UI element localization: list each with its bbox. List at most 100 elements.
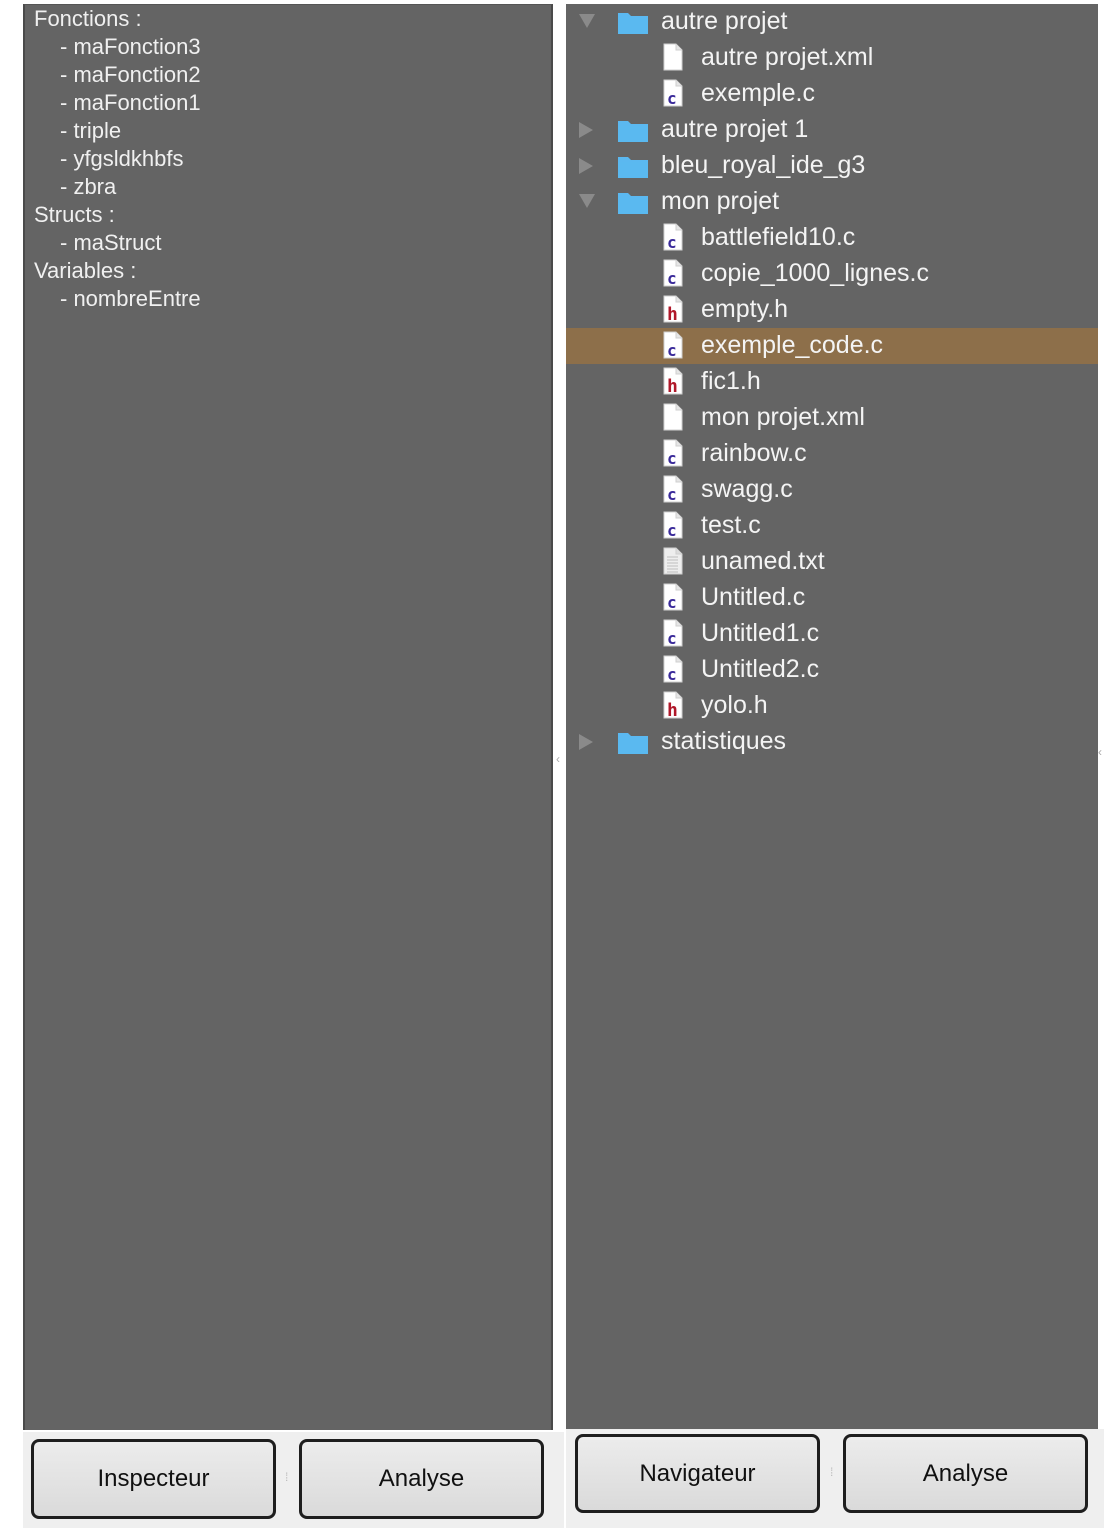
disclosure-collapsed-icon[interactable] [578, 112, 598, 146]
c-file-icon: c [663, 475, 683, 504]
tree-file-item[interactable]: autre projet.xml [566, 40, 1098, 76]
h-file-icon: h [663, 367, 683, 397]
folder-icon [617, 9, 649, 35]
svg-text:h: h [667, 700, 678, 719]
svg-text:c: c [667, 341, 677, 359]
inspector-tab-button[interactable]: Inspecteur [31, 1439, 276, 1519]
tree-file-label: mon projet.xml [701, 403, 865, 431]
svg-text:c: c [667, 89, 677, 107]
tree-file-label: test.c [701, 511, 761, 539]
tree-file-label: empty.h [701, 295, 789, 323]
tree-file-item[interactable]: h empty.h [566, 292, 1098, 328]
svg-text:h: h [667, 376, 678, 395]
inspector-section-heading: Structs : [34, 202, 115, 227]
svg-text:c: c [667, 233, 677, 251]
svg-text:c: c [667, 485, 677, 503]
h-file-icon: h [663, 295, 683, 325]
tree-folder-item[interactable]: autre projet 1 [566, 112, 1098, 148]
c-file-icon: c [663, 259, 683, 288]
inspector-symbol-item[interactable]: - triple [60, 118, 122, 143]
inspector-section-heading: Fonctions : [34, 6, 142, 31]
tree-folder-label: statistiques [661, 727, 787, 755]
inspector-symbol-item[interactable]: - maStruct [60, 230, 162, 255]
svg-text:c: c [667, 665, 677, 683]
tree-file-label: rainbow.c [701, 439, 807, 467]
tree-folder-item[interactable]: autre projet [566, 4, 1098, 40]
inspector-symbol-item[interactable]: - nombreEntre [60, 286, 201, 311]
svg-text:c: c [667, 629, 677, 647]
right-tab-bar: Navigateur ⁞ Analyse [566, 1429, 1104, 1528]
tree-folder-item[interactable]: statistiques [566, 724, 1098, 760]
c-file-icon: c [663, 619, 683, 648]
tree-file-label: Untitled.c [701, 583, 806, 611]
xml-file-icon [663, 43, 683, 71]
left-tab-bar: Inspecteur ⁞ Analyse [23, 1432, 564, 1528]
disclosure-collapsed-icon[interactable] [578, 724, 598, 758]
project-tree: autre projet autre projet.xml c exemple.c au… [566, 4, 1098, 760]
tree-file-label: swagg.c [701, 475, 793, 503]
tree-file-label: Untitled2.c [701, 655, 820, 683]
tree-file-label: fic1.h [701, 367, 761, 395]
tree-file-item[interactable]: c Untitled.c [566, 580, 1098, 616]
panel-edge-handle[interactable]: ‹ [1098, 745, 1102, 759]
c-file-icon: c [663, 331, 683, 360]
tree-file-label: battlefield10.c [701, 223, 856, 251]
tree-file-label: copie_1000_lignes.c [701, 259, 929, 287]
splitter-grip-icon[interactable]: ⁞ [830, 1465, 834, 1479]
disclosure-expanded-icon[interactable] [578, 184, 598, 218]
c-file-icon: c [663, 439, 683, 468]
tree-file-item[interactable]: unamed.txt [566, 544, 1098, 580]
analyse-tab-button[interactable]: Analyse [299, 1439, 544, 1519]
tree-file-label: exemple.c [701, 79, 815, 107]
folder-icon [617, 729, 649, 755]
panel-divider-handle[interactable]: ‹ [556, 752, 560, 766]
inspector-symbol-item[interactable]: - maFonction3 [60, 34, 201, 59]
c-file-icon: c [663, 223, 683, 252]
tree-file-item[interactable]: mon projet.xml [566, 400, 1098, 436]
navigator-panel: autre projet autre projet.xml c exemple.c au… [566, 4, 1098, 1429]
inspector-symbol-item[interactable]: - maFonction2 [60, 62, 201, 87]
tree-folder-item[interactable]: bleu_royal_ide_g3 [566, 148, 1098, 184]
tree-file-label: exemple_code.c [701, 331, 884, 359]
inspector-section-heading: Variables : [34, 258, 137, 283]
inspector-panel: Fonctions : - maFonction3 - maFonction2 - m… [23, 4, 553, 1430]
analyse-tab-button[interactable]: Analyse [843, 1434, 1088, 1513]
xml-file-icon [663, 403, 683, 431]
svg-text:c: c [667, 593, 677, 611]
tree-file-label: autre projet.xml [701, 43, 874, 71]
tree-file-item-selected[interactable]: c exemple_code.c [566, 328, 1098, 364]
c-file-icon: c [663, 655, 683, 684]
tree-file-item[interactable]: c rainbow.c [566, 436, 1098, 472]
tree-file-item[interactable]: c copie_1000_lignes.c [566, 256, 1098, 292]
tree-folder-item[interactable]: mon projet [566, 184, 1098, 220]
tree-folder-label: autre projet [661, 7, 788, 35]
tree-folder-label: autre projet 1 [661, 115, 809, 143]
folder-icon [617, 153, 649, 179]
h-file-icon: h [663, 691, 683, 721]
c-file-icon: c [663, 583, 683, 612]
splitter-grip-icon[interactable]: ⁞ [285, 1470, 289, 1484]
inspector-list: Fonctions : - maFonction3 - maFonction2 - m… [34, 5, 201, 313]
svg-text:c: c [667, 521, 677, 539]
svg-text:c: c [667, 449, 677, 467]
tree-file-item[interactable]: c swagg.c [566, 472, 1098, 508]
tree-file-item[interactable]: c battlefield10.c [566, 220, 1098, 256]
tree-file-item[interactable]: c Untitled2.c [566, 652, 1098, 688]
inspector-symbol-item[interactable]: - yfgsldkhbfs [60, 146, 184, 171]
tree-file-item[interactable]: c exemple.c [566, 76, 1098, 112]
folder-icon [617, 117, 649, 143]
inspector-symbol-item[interactable]: - maFonction1 [60, 90, 201, 115]
tree-folder-label: bleu_royal_ide_g3 [661, 151, 866, 179]
c-file-icon: c [663, 511, 683, 540]
svg-text:h: h [667, 304, 678, 323]
navigator-tab-button[interactable]: Navigateur [575, 1434, 820, 1513]
tree-folder-label: mon projet [661, 187, 780, 215]
tree-file-item[interactable]: h fic1.h [566, 364, 1098, 400]
disclosure-collapsed-icon[interactable] [578, 148, 598, 182]
disclosure-expanded-icon[interactable] [578, 4, 598, 38]
inspector-symbol-item[interactable]: - zbra [60, 174, 117, 199]
svg-text:c: c [667, 269, 677, 287]
tree-file-item[interactable]: c test.c [566, 508, 1098, 544]
